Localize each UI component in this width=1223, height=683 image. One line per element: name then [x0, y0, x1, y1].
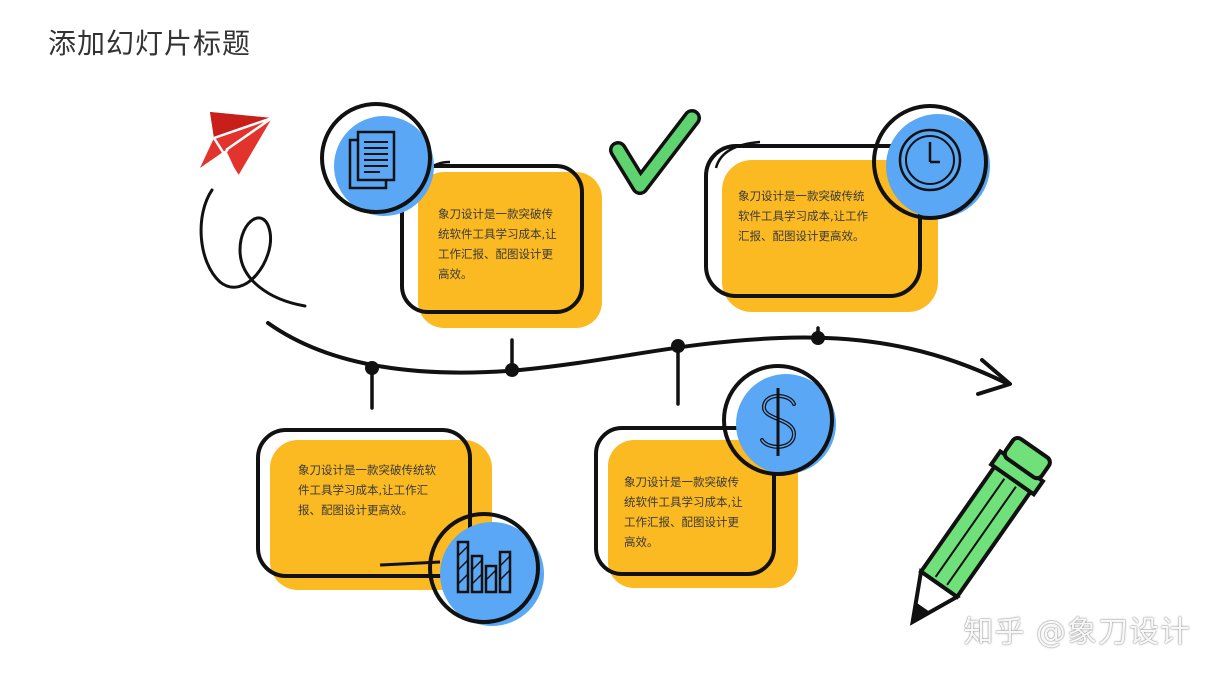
dollar-icon	[760, 388, 797, 456]
timeline-nodes	[365, 326, 825, 410]
document-icon	[348, 130, 396, 190]
card-2	[704, 140, 938, 312]
squiggle-line	[199, 188, 307, 308]
card-3-text: 象刀设计是一款突破传统软件工具学习成本,让工作汇报、配图设计更高效。	[298, 463, 436, 517]
clock-icon	[898, 128, 962, 192]
arrow-head-icon	[976, 358, 1012, 396]
timeline-line	[266, 321, 1010, 386]
dollar-icon-badge	[722, 364, 836, 476]
card-4-text: 象刀设计是一款突破传统软件工具学习成本,让工作汇报、配图设计更高效。	[624, 475, 743, 549]
pencil-icon	[909, 435, 1052, 626]
bar-chart-icon-badge	[428, 512, 544, 626]
paper-plane-icon	[200, 112, 273, 177]
card-4	[594, 426, 798, 588]
card-1	[400, 160, 602, 328]
check-mark-icon	[609, 109, 701, 195]
card-2-text: 象刀设计是一款突破传统软件工具学习成本,让工作汇报、配图设计更高效。	[738, 189, 869, 243]
watermark: 知乎 @象刀设计	[963, 615, 1191, 650]
page-title: 添加幻灯片标题	[48, 27, 252, 60]
clock-icon-badge	[872, 104, 990, 220]
bar-chart-icon	[456, 540, 512, 594]
document-icon-badge	[320, 102, 434, 216]
card-1-text: 象刀设计是一款突破传统软件工具学习成本,让工作汇报、配图设计更高效。	[438, 207, 557, 281]
